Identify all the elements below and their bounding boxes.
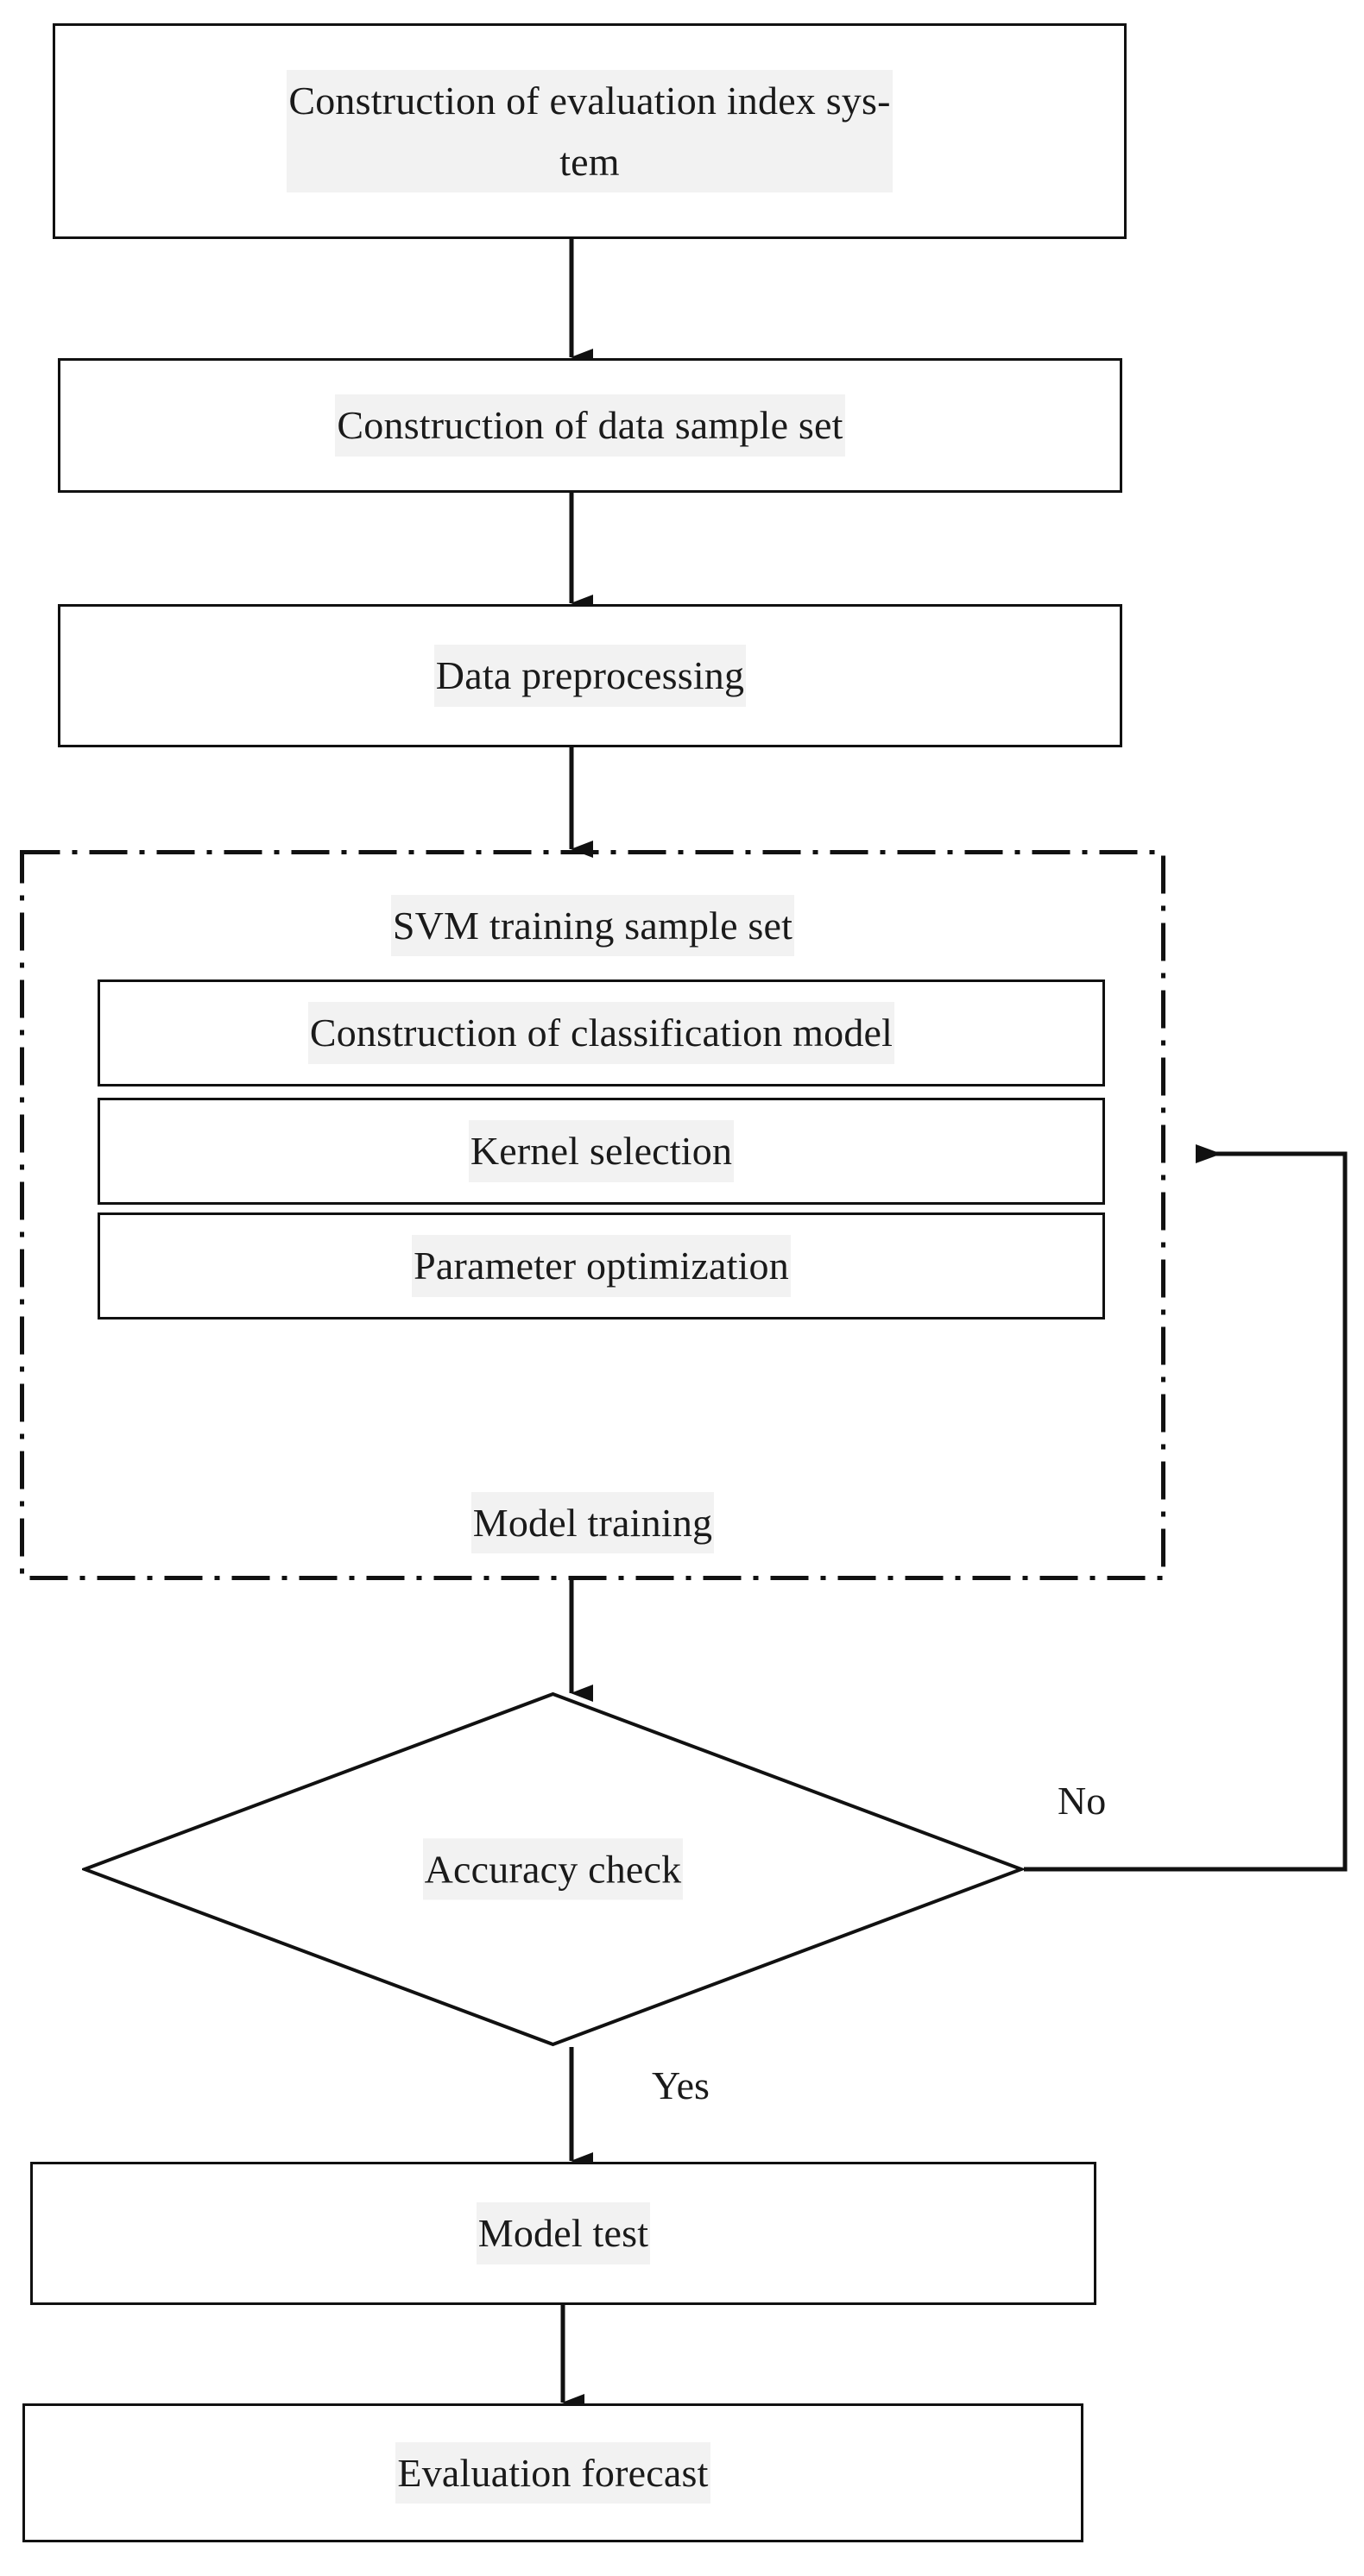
group-caption-label-top: SVM training sample set	[390, 895, 795, 957]
node-label-index-system: Construction of evaluation index sys- te…	[287, 69, 893, 193]
node-evaluation-forecast[interactable]: Evaluation forecast	[22, 2403, 1083, 2542]
edge-label-yes: Yes	[652, 2063, 710, 2108]
node-label-kernel-selection: Kernel selection	[468, 1120, 735, 1182]
node-label-evaluation-forecast: Evaluation forecast	[395, 2441, 710, 2504]
node-label-classification-model: Construction of classification model	[307, 1002, 895, 1064]
group-border-dashdot	[20, 850, 1165, 1580]
node-label-parameter-optimization: Parameter optimization	[412, 1235, 791, 1297]
node-label-data-preprocessing: Data preprocessing	[433, 645, 747, 707]
group-caption-svm-training-sample-set: SVM training sample set	[20, 895, 1165, 957]
edge-label-yes-text: Yes	[652, 2063, 710, 2107]
edge-label-no: No	[1058, 1778, 1106, 1823]
group-caption-model-training: Model training	[20, 1492, 1165, 1554]
node-accuracy-check[interactable]: Accuracy check	[82, 1691, 1024, 2047]
node-parameter-optimization[interactable]: Parameter optimization	[98, 1212, 1105, 1319]
node-label-accuracy-check-wrap: Accuracy check	[82, 1838, 1024, 1900]
node-data-preprocessing[interactable]: Data preprocessing	[58, 604, 1122, 747]
node-label-accuracy-check: Accuracy check	[422, 1838, 684, 1900]
node-label-data-sample-set: Construction of data sample set	[335, 394, 845, 457]
node-construction-of-classification-model[interactable]: Construction of classification model	[98, 979, 1105, 1086]
group-model-training: SVM training sample set Construction of …	[20, 850, 1165, 1580]
edge-label-no-text: No	[1058, 1779, 1107, 1823]
group-caption-label-bottom: Model training	[470, 1492, 715, 1554]
node-kernel-selection[interactable]: Kernel selection	[98, 1098, 1105, 1205]
node-construction-of-data-sample-set[interactable]: Construction of data sample set	[58, 358, 1122, 493]
node-model-test[interactable]: Model test	[30, 2162, 1096, 2305]
node-construction-of-evaluation-index-system[interactable]: Construction of evaluation index sys- te…	[53, 23, 1127, 239]
node-label-model-test: Model test	[476, 2202, 651, 2264]
